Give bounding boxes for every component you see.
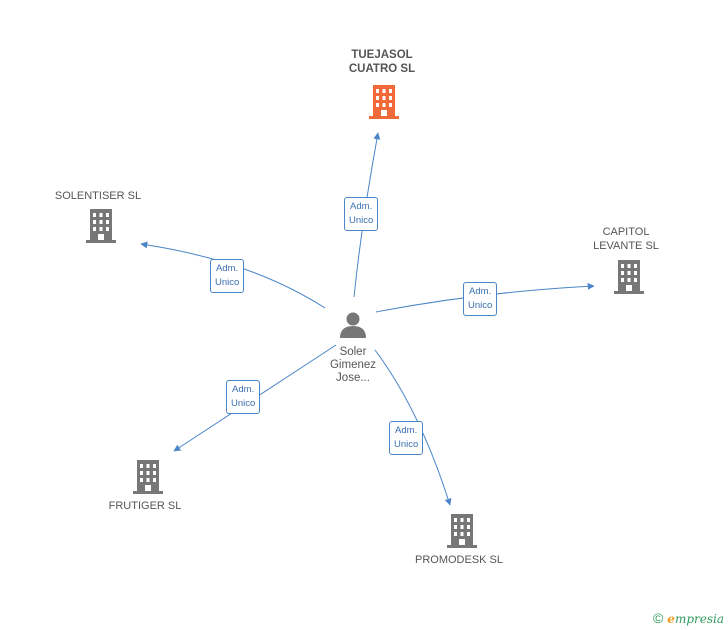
building-icon-capitol[interactable] [612, 259, 646, 295]
company-label-solentiser[interactable]: SOLENTISER SL [54, 190, 142, 202]
building-icon-frutiger[interactable] [131, 459, 165, 495]
edge-label-frutiger: Adm. Unico [226, 380, 261, 414]
edge-label-tuejasol: Adm. Unico [344, 197, 379, 231]
edge-lines [140, 132, 595, 506]
company-label-tuejasol[interactable]: TUEJASOL CUATRO SL [348, 49, 416, 75]
edge-line-promodesk [374, 349, 452, 506]
building-icon-solentiser[interactable] [84, 208, 118, 244]
edge-label-capitol: Adm. Unico [463, 282, 498, 316]
building-icon-tuejasol[interactable] [367, 84, 401, 120]
empresia-logo: ©empresia [653, 610, 724, 626]
person-icon [340, 312, 366, 338]
edge-label-promodesk: Adm. Unico [389, 421, 424, 455]
company-label-frutiger[interactable]: FRUTIGER SL [108, 500, 182, 512]
brand-name: mpresia [674, 612, 724, 626]
copyright-symbol: © [652, 610, 664, 626]
company-label-capitol[interactable]: CAPITOL LEVANTE SL [593, 226, 659, 252]
person-label[interactable]: Soler Gimenez Jose... [329, 346, 377, 384]
building-icon-promodesk[interactable] [445, 513, 479, 549]
edge-label-solentiser: Adm. Unico [210, 259, 245, 293]
company-label-promodesk[interactable]: PROMODESK SL [414, 554, 504, 566]
brand-e: e [667, 612, 675, 626]
